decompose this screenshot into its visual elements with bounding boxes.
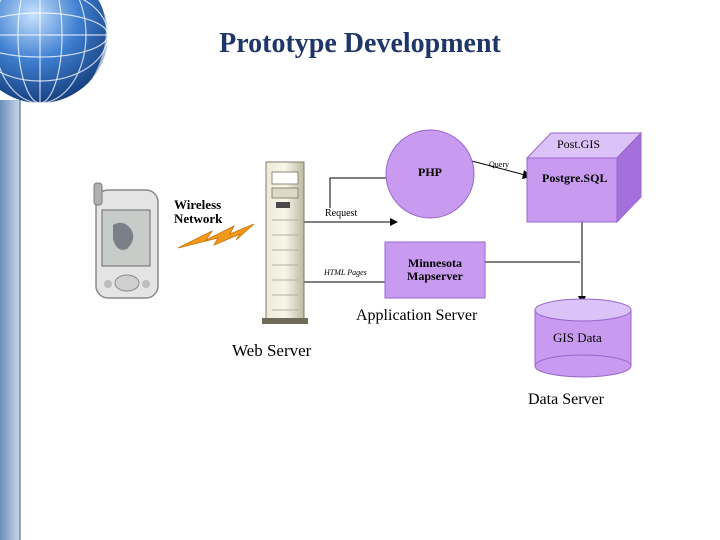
- sidebar-stripe: [0, 100, 20, 540]
- request-label: Request: [325, 208, 358, 219]
- connector-lines: [300, 159, 583, 296]
- php-label: PHP: [418, 165, 442, 179]
- application-server-label: Application Server: [356, 307, 478, 324]
- slide-title: Prototype Development: [219, 28, 501, 59]
- postgis-label: Post.GIS: [557, 137, 601, 151]
- postgresql-label: Postgre.SQL: [542, 171, 608, 185]
- gis-data-cylinder: [534, 298, 632, 378]
- web-server-label: Web Server: [232, 341, 312, 360]
- postgis-cube: [525, 131, 643, 224]
- mapserver-label: Minnesota Mapserver: [407, 256, 463, 284]
- data-server-label: Data Server: [528, 391, 604, 408]
- mapserver-node: [384, 241, 486, 299]
- php-node: [385, 129, 475, 219]
- html-pages-label: HTML Pages: [324, 268, 367, 277]
- pda-icon: [93, 182, 159, 299]
- gis-data-label: GIS Data: [553, 330, 602, 345]
- server-tower-icon: [262, 161, 308, 324]
- wireless-network-label: Wireless Network: [174, 197, 223, 227]
- globe-icon: [0, 0, 109, 104]
- query-label: Query: [489, 160, 509, 169]
- lightning-icon: [177, 223, 255, 249]
